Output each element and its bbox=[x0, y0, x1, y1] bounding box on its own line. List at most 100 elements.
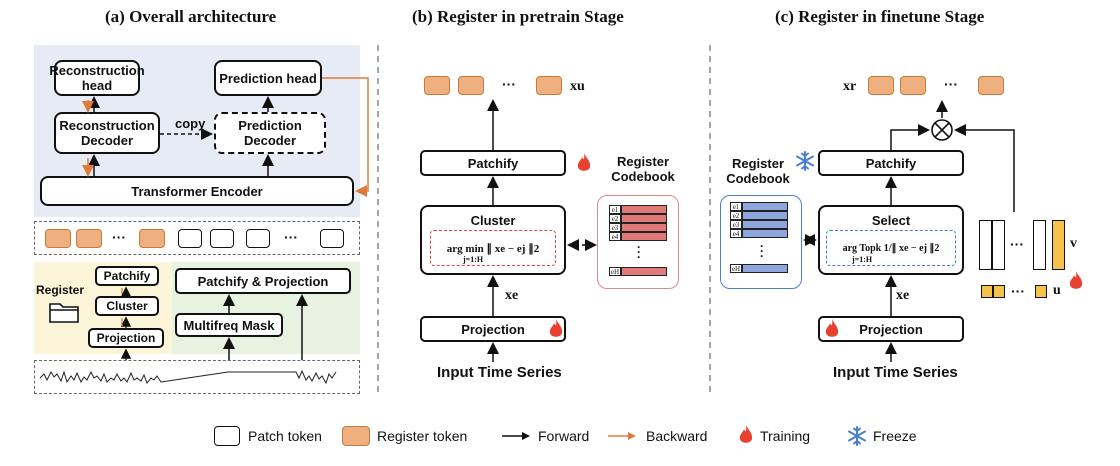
xe-label-c: xe bbox=[896, 288, 910, 303]
cluster-box-a: Cluster bbox=[95, 296, 159, 316]
register-codebook-label-c: Register Codebook bbox=[726, 156, 790, 186]
token-row-container bbox=[34, 221, 360, 255]
fire-icon bbox=[739, 425, 753, 443]
cluster-label-b: Cluster bbox=[470, 213, 516, 228]
codebook-entry bbox=[621, 223, 667, 232]
patch-token bbox=[210, 229, 234, 248]
legend-backward: Backward bbox=[646, 428, 708, 444]
codebook-entry bbox=[742, 220, 788, 229]
v-vector bbox=[979, 220, 992, 270]
legend-training: Training bbox=[760, 428, 811, 444]
codebook-entry bbox=[621, 205, 667, 214]
legend-forward: Forward bbox=[538, 428, 590, 444]
register-label: Register bbox=[36, 283, 85, 297]
patchify-box-a: Patchify bbox=[95, 266, 159, 286]
codebook-key: e2 bbox=[609, 214, 621, 223]
register-token bbox=[139, 229, 165, 248]
snowflake-icon bbox=[848, 426, 866, 446]
codebook-key: eH bbox=[730, 264, 742, 273]
u-vector bbox=[981, 285, 993, 298]
register-token bbox=[536, 76, 562, 95]
v-vector bbox=[1052, 220, 1065, 270]
select-formula: arg Topk 1/∥ xe − ej ∥2 bbox=[842, 242, 940, 254]
register-codebook-b bbox=[597, 195, 679, 289]
copy-label: copy bbox=[175, 116, 206, 131]
input-time-series-box bbox=[34, 360, 360, 394]
codebook-entry bbox=[621, 214, 667, 223]
input-time-series-label-b: Input Time Series bbox=[437, 364, 562, 381]
codebook-vertical-ellipsis: ··· bbox=[637, 240, 641, 264]
v-vector bbox=[1033, 220, 1046, 270]
multifreq-mask-box: Multifreq Mask bbox=[175, 313, 283, 337]
v-vector bbox=[992, 220, 1005, 270]
ellipsis: ··· bbox=[944, 76, 958, 92]
codebook-key: e1 bbox=[730, 202, 742, 211]
ellipsis: ··· bbox=[284, 229, 298, 245]
patch-token bbox=[178, 229, 202, 248]
codebook-key: e4 bbox=[609, 232, 621, 241]
projection-box-c: Projection bbox=[818, 316, 964, 342]
codebook-key: e3 bbox=[730, 220, 742, 229]
register-token bbox=[458, 76, 484, 95]
codebook-vertical-ellipsis: ··· bbox=[760, 239, 764, 263]
ellipsis: ··· bbox=[112, 229, 126, 245]
u-vector bbox=[993, 285, 1005, 298]
input-time-series-label-c: Input Time Series bbox=[833, 364, 958, 381]
v-label: v bbox=[1070, 236, 1077, 251]
codebook-entry bbox=[621, 232, 667, 241]
register-token bbox=[424, 76, 450, 95]
register-token bbox=[45, 229, 71, 248]
codebook-key: e1 bbox=[609, 205, 621, 214]
patchify-box-c: Patchify bbox=[818, 150, 964, 176]
codebook-key: e4 bbox=[730, 229, 742, 238]
register-codebook-label-b: Register Codebook bbox=[611, 154, 675, 184]
ellipsis: ··· bbox=[502, 76, 516, 92]
register-token bbox=[76, 229, 102, 248]
panel-b-title: (b) Register in pretrain Stage bbox=[412, 7, 624, 26]
select-label-c: Select bbox=[871, 213, 911, 228]
legend-backward-arrow-icon bbox=[608, 432, 636, 440]
ellipsis: ··· bbox=[1011, 283, 1025, 299]
register-token bbox=[868, 76, 894, 95]
select-formula-subscript: j=1:H bbox=[852, 255, 873, 264]
codebook-key: e3 bbox=[609, 223, 621, 232]
register-codebook-c bbox=[720, 195, 802, 289]
codebook-entry bbox=[621, 267, 667, 276]
fire-icon bbox=[825, 319, 839, 337]
register-token bbox=[900, 76, 926, 95]
transformer-encoder-box: Transformer Encoder bbox=[40, 176, 354, 206]
patch-token bbox=[246, 229, 270, 248]
prediction-head-box: Prediction head bbox=[214, 60, 322, 96]
snowflake-icon bbox=[796, 151, 814, 171]
fire-icon bbox=[577, 153, 591, 171]
xu-label: xu bbox=[570, 79, 585, 94]
panel-c-title: (c) Register in finetune Stage bbox=[775, 7, 985, 26]
codebook-entry bbox=[742, 202, 788, 211]
codebook-entry bbox=[742, 229, 788, 238]
legend-register-token-swatch bbox=[342, 426, 370, 446]
prediction-decoder-box: Prediction Decoder bbox=[214, 112, 326, 154]
legend-patch-token: Patch token bbox=[248, 428, 322, 444]
reconstruction-head-box: Reconstruction head bbox=[49, 60, 145, 96]
u-label: u bbox=[1053, 283, 1061, 298]
cluster-formula: arg min ∥ xe − ej ∥2 bbox=[446, 242, 540, 255]
legend-patch-token-swatch bbox=[214, 426, 240, 446]
codebook-key: eH bbox=[609, 267, 621, 276]
patchify-box-b: Patchify bbox=[420, 150, 566, 176]
fire-icon bbox=[1069, 271, 1083, 289]
panel-a-title: (a) Overall architecture bbox=[105, 7, 277, 26]
multiply-icon bbox=[931, 119, 953, 141]
projection-box-a: Projection bbox=[88, 328, 164, 348]
ellipsis: ··· bbox=[1010, 236, 1024, 252]
projection-box-b: Projection bbox=[420, 316, 566, 342]
patchify-projection-box: Patchify & Projection bbox=[175, 268, 351, 294]
xe-label-b: xe bbox=[505, 288, 519, 303]
cluster-formula-subscript: j=1:H bbox=[463, 255, 484, 264]
folder-icon bbox=[49, 303, 79, 323]
legend-forward-arrow-icon bbox=[502, 432, 530, 440]
legend-freeze: Freeze bbox=[873, 428, 917, 444]
